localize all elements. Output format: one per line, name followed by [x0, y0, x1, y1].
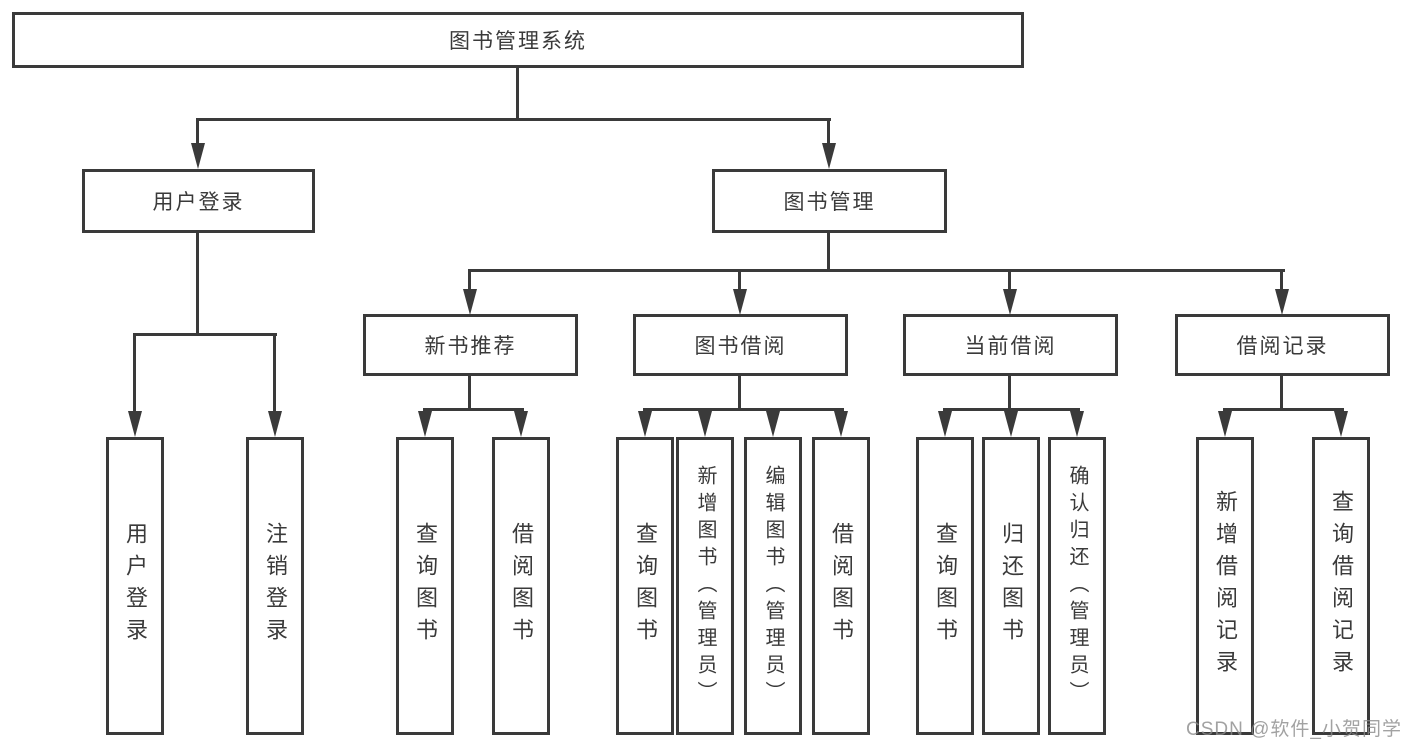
leaf-borrow-books-recommend: 借阅图书 — [492, 437, 550, 735]
node-book-management-label: 图书管理 — [783, 191, 876, 214]
connector-user-login-vline — [196, 233, 199, 336]
node-current-borrow-label: 当前借阅 — [964, 335, 1057, 358]
arrowhead-book-management — [822, 143, 836, 169]
arrowhead-borrow-books-c — [834, 411, 848, 437]
connector-new-book-vline — [468, 376, 471, 411]
leaf-add-books-admin-label: 新增图书（管理员） — [694, 464, 716, 708]
leaf-query-borrow-record: 查询借阅记录 — [1312, 437, 1370, 735]
arrowhead-borrow-records — [1275, 289, 1289, 315]
connector-current-borrow-hline — [943, 408, 1080, 411]
leaf-query-books-current-label: 查询图书 — [933, 522, 958, 650]
connector-current-borrow-vline — [1008, 376, 1011, 411]
connector-borrow-records-hline — [1223, 408, 1344, 411]
arrowhead-borrow-books-b — [514, 411, 528, 437]
connector-drop-user-login — [196, 118, 199, 148]
connector-book-borrow-vline — [738, 376, 741, 411]
connector-drop-current-borrow — [1008, 269, 1011, 292]
node-current-borrow: 当前借阅 — [903, 314, 1118, 376]
node-library-system: 图书管理系统 — [12, 12, 1024, 68]
arrowhead-book-borrow — [733, 289, 747, 315]
connector-book-borrow-hline — [643, 408, 844, 411]
watermark-text: CSDN @软件_小贺同学 — [1186, 719, 1402, 740]
leaf-user-login-label: 用户登录 — [123, 522, 148, 650]
leaf-add-books-admin: 新增图书（管理员） — [676, 437, 734, 735]
leaf-edit-books-admin-label: 编辑图书（管理员） — [762, 464, 784, 708]
leaf-query-borrow-record-label: 查询借阅记录 — [1329, 490, 1354, 682]
node-new-book-recommend: 新书推荐 — [363, 314, 578, 376]
arrowhead-query-books-c — [638, 411, 652, 437]
arrowhead-logout-leaf — [268, 411, 282, 437]
connector-level3-hline — [468, 269, 1285, 272]
node-library-system-label: 图书管理系统 — [449, 30, 587, 53]
connector-user-login-hline — [133, 333, 277, 336]
node-book-borrow-label: 图书借阅 — [694, 335, 787, 358]
leaf-borrow-books-label: 借阅图书 — [829, 522, 854, 650]
node-borrow-records: 借阅记录 — [1175, 314, 1390, 376]
leaf-logout-label: 注销登录 — [263, 522, 288, 650]
node-book-management: 图书管理 — [712, 169, 947, 233]
leaf-query-books-current: 查询图书 — [916, 437, 974, 735]
leaf-add-borrow-record: 新增借阅记录 — [1196, 437, 1254, 735]
leaf-query-books-borrow: 查询图书 — [616, 437, 674, 735]
leaf-add-borrow-record-label: 新增借阅记录 — [1213, 490, 1238, 682]
leaf-query-books-borrow-label: 查询图书 — [633, 522, 658, 650]
connector-level2-hline — [196, 118, 831, 121]
arrowhead-edit-books-c — [766, 411, 780, 437]
leaf-query-books-recommend-label: 查询图书 — [413, 522, 438, 650]
leaf-return-books-label: 归还图书 — [999, 522, 1024, 650]
arrowhead-current-borrow — [1003, 289, 1017, 315]
leaf-logout: 注销登录 — [246, 437, 304, 735]
leaf-borrow-books: 借阅图书 — [812, 437, 870, 735]
connector-drop-book-management — [827, 118, 830, 148]
connector-drop-login-leaf — [133, 333, 136, 415]
connector-borrow-records-vline — [1280, 376, 1283, 411]
node-new-book-recommend-label: 新书推荐 — [424, 335, 517, 358]
connector-new-book-hline — [423, 408, 524, 411]
arrowhead-user-login — [191, 143, 205, 169]
leaf-borrow-books-recommend-label: 借阅图书 — [509, 522, 534, 650]
connector-drop-new-book — [468, 269, 471, 292]
arrowhead-add-record-e — [1218, 411, 1232, 437]
arrowhead-query-books-b — [418, 411, 432, 437]
leaf-query-books-recommend: 查询图书 — [396, 437, 454, 735]
connector-root-vline — [516, 68, 519, 121]
arrowhead-confirm-return-d — [1070, 411, 1084, 437]
node-user-login: 用户登录 — [82, 169, 315, 233]
leaf-edit-books-admin: 编辑图书（管理员） — [744, 437, 802, 735]
leaf-confirm-return-admin: 确认归还（管理员） — [1048, 437, 1106, 735]
connector-drop-logout-leaf — [273, 333, 276, 415]
node-book-borrow: 图书借阅 — [633, 314, 848, 376]
leaf-confirm-return-admin-label: 确认归还（管理员） — [1066, 464, 1088, 708]
connector-book-management-vline — [827, 233, 830, 272]
arrowhead-new-book — [463, 289, 477, 315]
node-borrow-records-label: 借阅记录 — [1236, 335, 1329, 358]
node-user-login-label: 用户登录 — [152, 191, 245, 214]
connector-drop-book-borrow — [738, 269, 741, 292]
connector-drop-borrow-records — [1280, 269, 1283, 292]
arrowhead-return-books-d — [1004, 411, 1018, 437]
arrowhead-add-books-c — [698, 411, 712, 437]
leaf-return-books: 归还图书 — [982, 437, 1040, 735]
leaf-user-login: 用户登录 — [106, 437, 164, 735]
arrowhead-login-leaf — [128, 411, 142, 437]
arrowhead-query-books-d — [938, 411, 952, 437]
arrowhead-query-record-e — [1334, 411, 1348, 437]
